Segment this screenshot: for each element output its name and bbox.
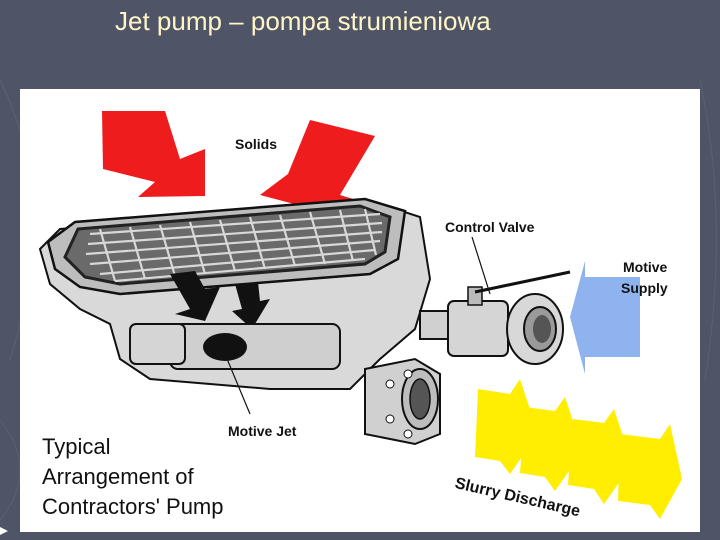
mixing-chamber <box>169 323 341 370</box>
slide-title: Jet pump – pompa strumieniowa <box>115 6 491 36</box>
solids-arrow-left <box>102 111 205 197</box>
flow-arrow-right <box>232 282 270 329</box>
motive-supply-label-line2: Supply <box>621 280 668 296</box>
slurry-discharge-arrows <box>475 379 682 519</box>
motive-jet-leader <box>224 353 251 415</box>
control-valve-label: Control Valve <box>445 219 535 235</box>
motive-jet-label: Motive Jet <box>228 423 297 439</box>
figure-caption: Typical Arrangement of Contractors' Pump <box>42 432 224 522</box>
caption-line-1: Typical <box>42 434 111 459</box>
control-valve <box>419 270 571 365</box>
hopper-grate <box>63 204 392 286</box>
flow-arrow-left <box>170 271 220 321</box>
bullet-marker-icon <box>0 527 8 535</box>
motive-jet-nozzle <box>203 333 247 361</box>
motive-supply-label-line1: Motive <box>623 259 668 275</box>
caption-line-2: Arrangement of <box>42 464 194 489</box>
caption-line-3: Contractors' Pump <box>42 494 224 519</box>
pump-diagram: Solids Control Valve Motive Supply Motiv… <box>20 89 700 532</box>
pump-illustration <box>38 111 682 519</box>
solids-label: Solids <box>235 136 278 152</box>
motive-supply-arrow <box>570 261 640 374</box>
control-valve-leader <box>471 236 491 295</box>
solids-arrow-right <box>260 120 375 220</box>
inlet-housing <box>129 323 186 365</box>
discharge-outlet <box>364 357 441 446</box>
